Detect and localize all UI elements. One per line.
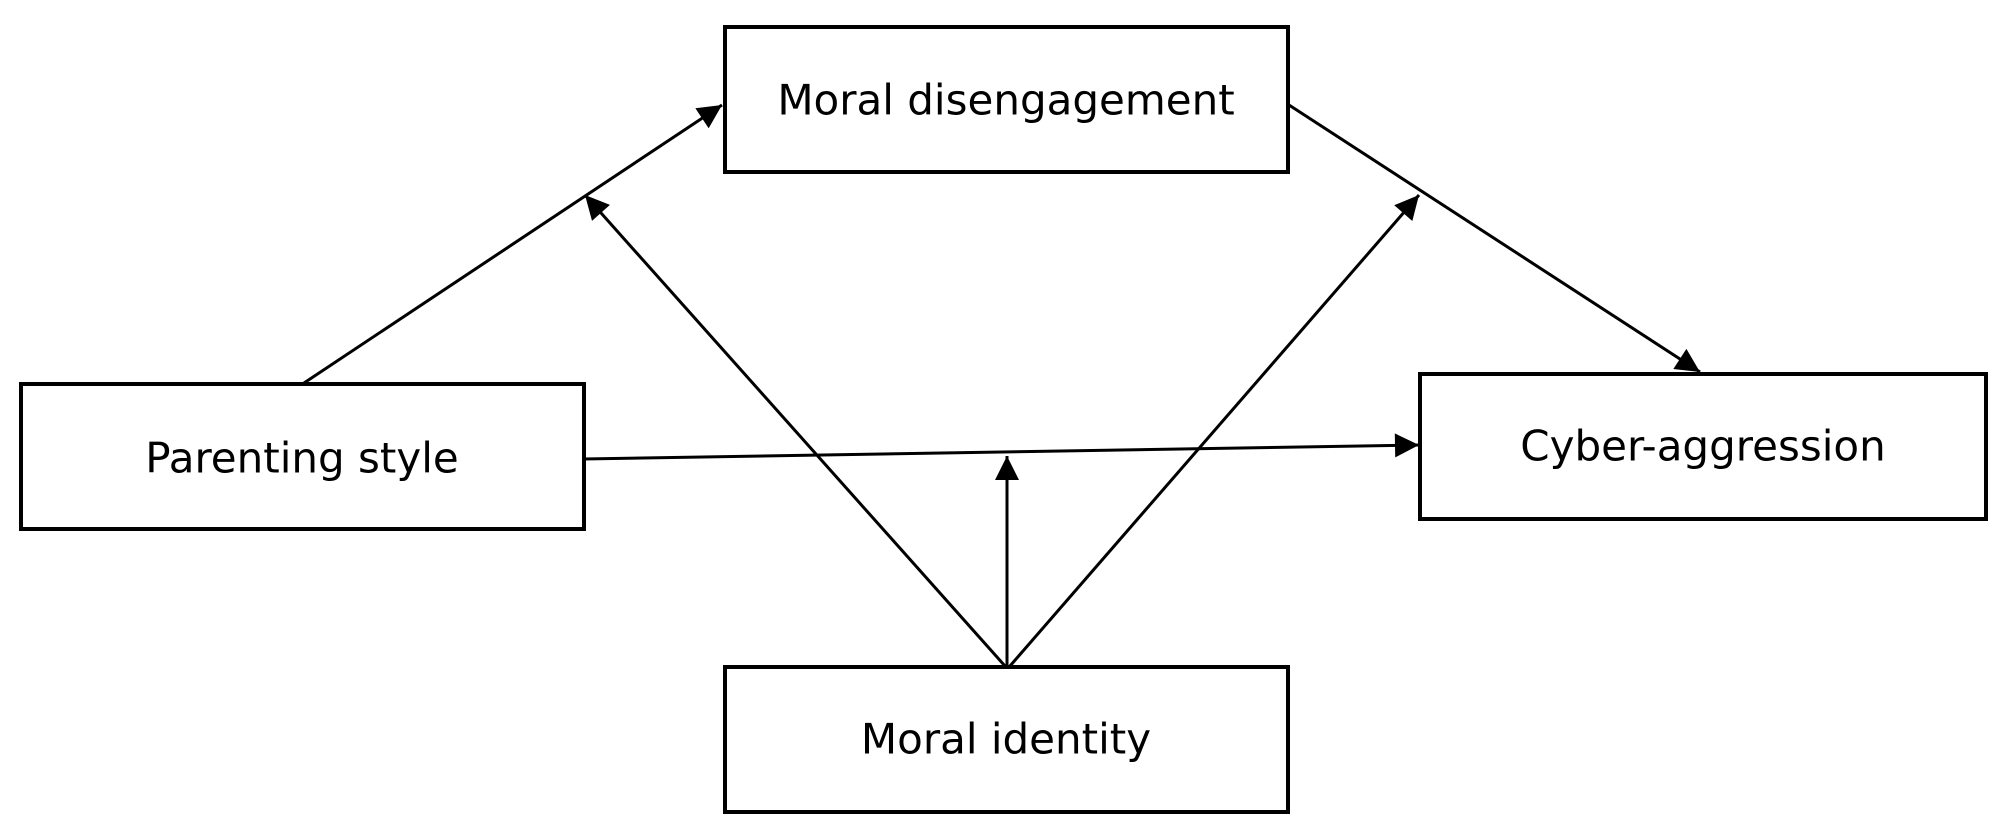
node-parenting-style-label: Parenting style [145,434,458,483]
arrow-parenting-to-cyber-aggression [582,433,1420,461]
node-moral-disengagement-label: Moral disengagement [777,76,1234,125]
node-moral-identity: Moral identity [723,665,1290,814]
arrow-moral-disengagement-to-cyber-aggression [1288,103,1701,374]
node-parenting-style: Parenting style [19,382,586,531]
arrow-moral-identity-to-path-b [1008,194,1421,667]
node-moral-identity-label: Moral identity [861,715,1151,764]
arrow-moral-identity-to-path-a [583,194,1007,667]
node-cyber-aggression: Cyber-aggression [1418,372,1988,521]
arrow-parenting-to-moral-disengagement [303,103,723,385]
node-moral-disengagement: Moral disengagement [723,25,1290,174]
node-cyber-aggression-label: Cyber-aggression [1520,422,1885,471]
